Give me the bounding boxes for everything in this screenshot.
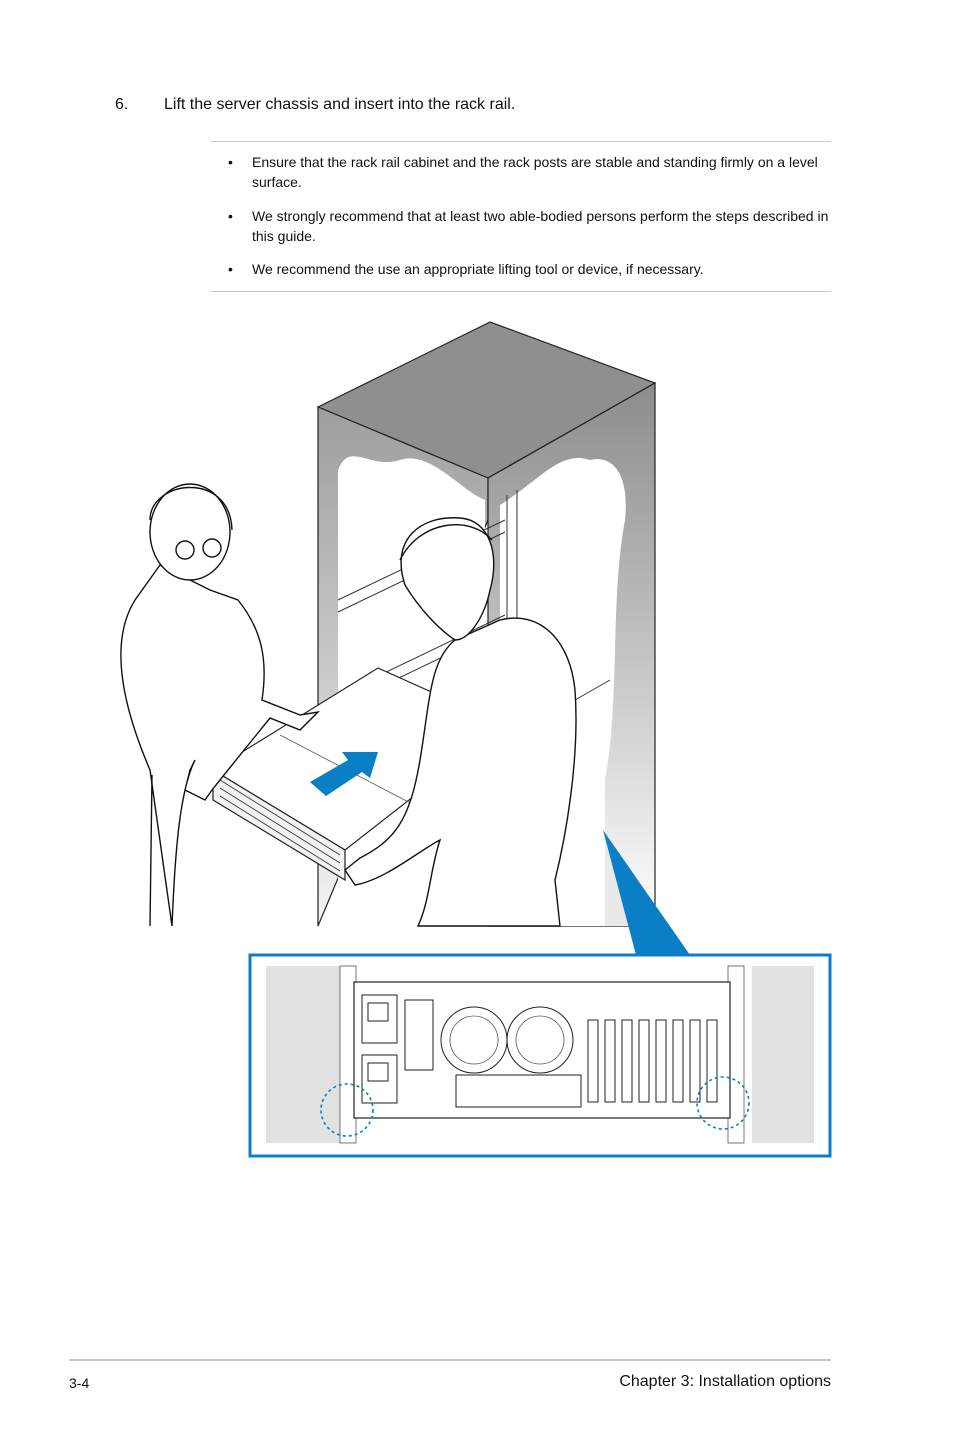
step-text: Lift the server chassis and insert into … [164,96,516,113]
installation-illustration [120,321,832,1158]
person-icon [344,517,577,927]
push-arrow-icon [310,752,378,796]
footer-rule [69,1359,831,1361]
callout-pointer [603,830,690,955]
page-number: 3-4 [69,1375,90,1391]
person-icon [120,483,321,927]
bullet-text: We strongly recommend that at least two … [252,208,829,244]
bullet-text: Ensure that the rack rail cabinet and th… [252,154,818,190]
note-box: • Ensure that the rack rail cabinet and … [211,141,831,292]
bullet-text: We recommend the use an appropriate lift… [252,261,704,277]
bullet-mark: • [228,154,233,170]
bullet-mark: • [228,261,233,277]
step-number: 6. [115,96,129,113]
chapter-title: Chapter 3: Installation options [619,1373,831,1390]
bullet-mark: • [228,208,233,224]
rear-panel-icon [266,965,814,1144]
